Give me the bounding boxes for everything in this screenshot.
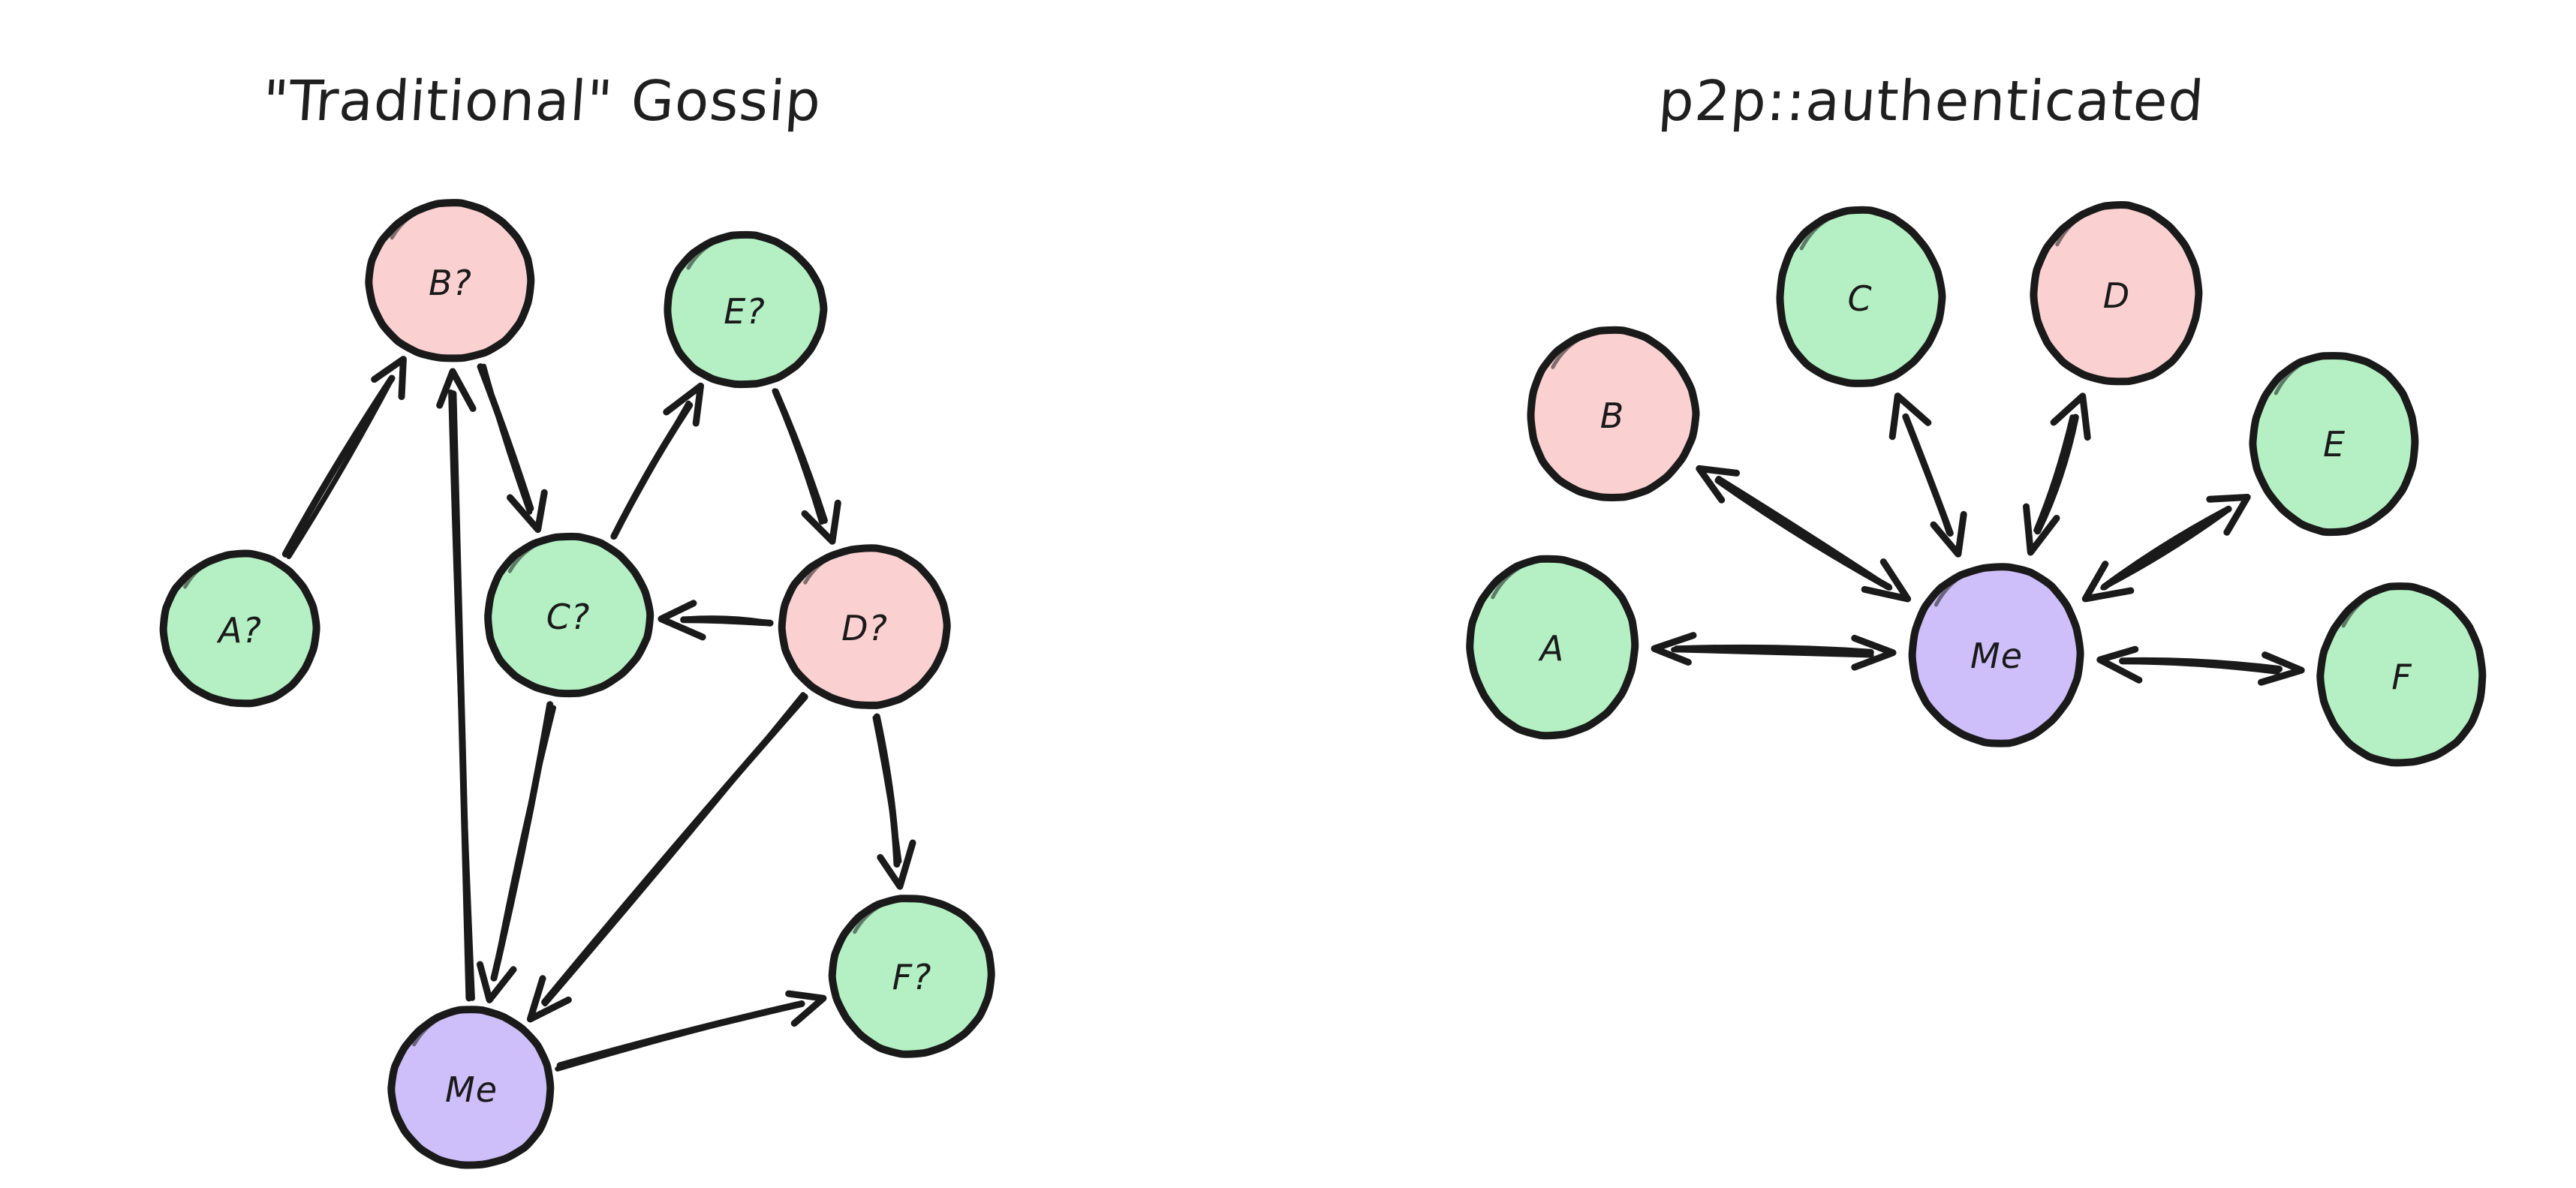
edge-traditional-gossip-C-to-Me xyxy=(477,701,556,1003)
edges-layer xyxy=(281,356,2305,1072)
node-traditional-gossip-A[interactable]: A? xyxy=(159,549,320,708)
edge-traditional-gossip-D-to-C xyxy=(658,600,774,641)
node-traditional-gossip-C[interactable]: C? xyxy=(484,532,655,698)
edge-traditional-gossip-E-to-D xyxy=(772,388,841,545)
edge-p2p-authenticated-Me-to-E xyxy=(2081,494,2251,603)
edge-traditional-gossip-D-to-Me xyxy=(526,692,808,1023)
node-p2p-authenticated-B[interactable]: B xyxy=(1527,326,1700,501)
node-traditional-gossip-Me[interactable]: Me xyxy=(387,1006,555,1169)
node-p2p-authenticated-F[interactable]: F xyxy=(2316,582,2487,767)
edge-traditional-gossip-Me-to-B xyxy=(436,368,477,1002)
node-p2p-authenticated-Me[interactable]: Me xyxy=(1908,563,2084,747)
edge-p2p-authenticated-Me-to-B xyxy=(1696,465,1912,603)
edge-p2p-authenticated-Me-to-C xyxy=(1888,392,1967,558)
node-traditional-gossip-B[interactable]: B? xyxy=(365,199,535,362)
node-p2p-authenticated-D[interactable]: D xyxy=(2030,200,2203,386)
node-traditional-gossip-F[interactable]: F? xyxy=(828,895,995,1058)
edge-p2p-authenticated-Me-to-F xyxy=(2096,645,2305,686)
edge-traditional-gossip-D-to-F xyxy=(872,713,916,890)
edge-p2p-authenticated-Me-to-D xyxy=(2023,392,2091,556)
edge-traditional-gossip-C-to-E xyxy=(610,382,704,540)
edge-traditional-gossip-Me-to-F xyxy=(555,990,827,1072)
node-p2p-authenticated-A[interactable]: A xyxy=(1466,555,1639,740)
node-traditional-gossip-D[interactable]: D? xyxy=(778,544,951,709)
edge-p2p-authenticated-Me-to-A xyxy=(1651,632,1897,671)
edge-traditional-gossip-A-to-B xyxy=(281,356,407,559)
node-p2p-authenticated-C[interactable]: C xyxy=(1776,206,1946,387)
edge-traditional-gossip-B-to-C xyxy=(477,363,548,534)
node-p2p-authenticated-E[interactable]: E xyxy=(2249,351,2419,537)
node-traditional-gossip-E[interactable]: E? xyxy=(664,230,828,389)
